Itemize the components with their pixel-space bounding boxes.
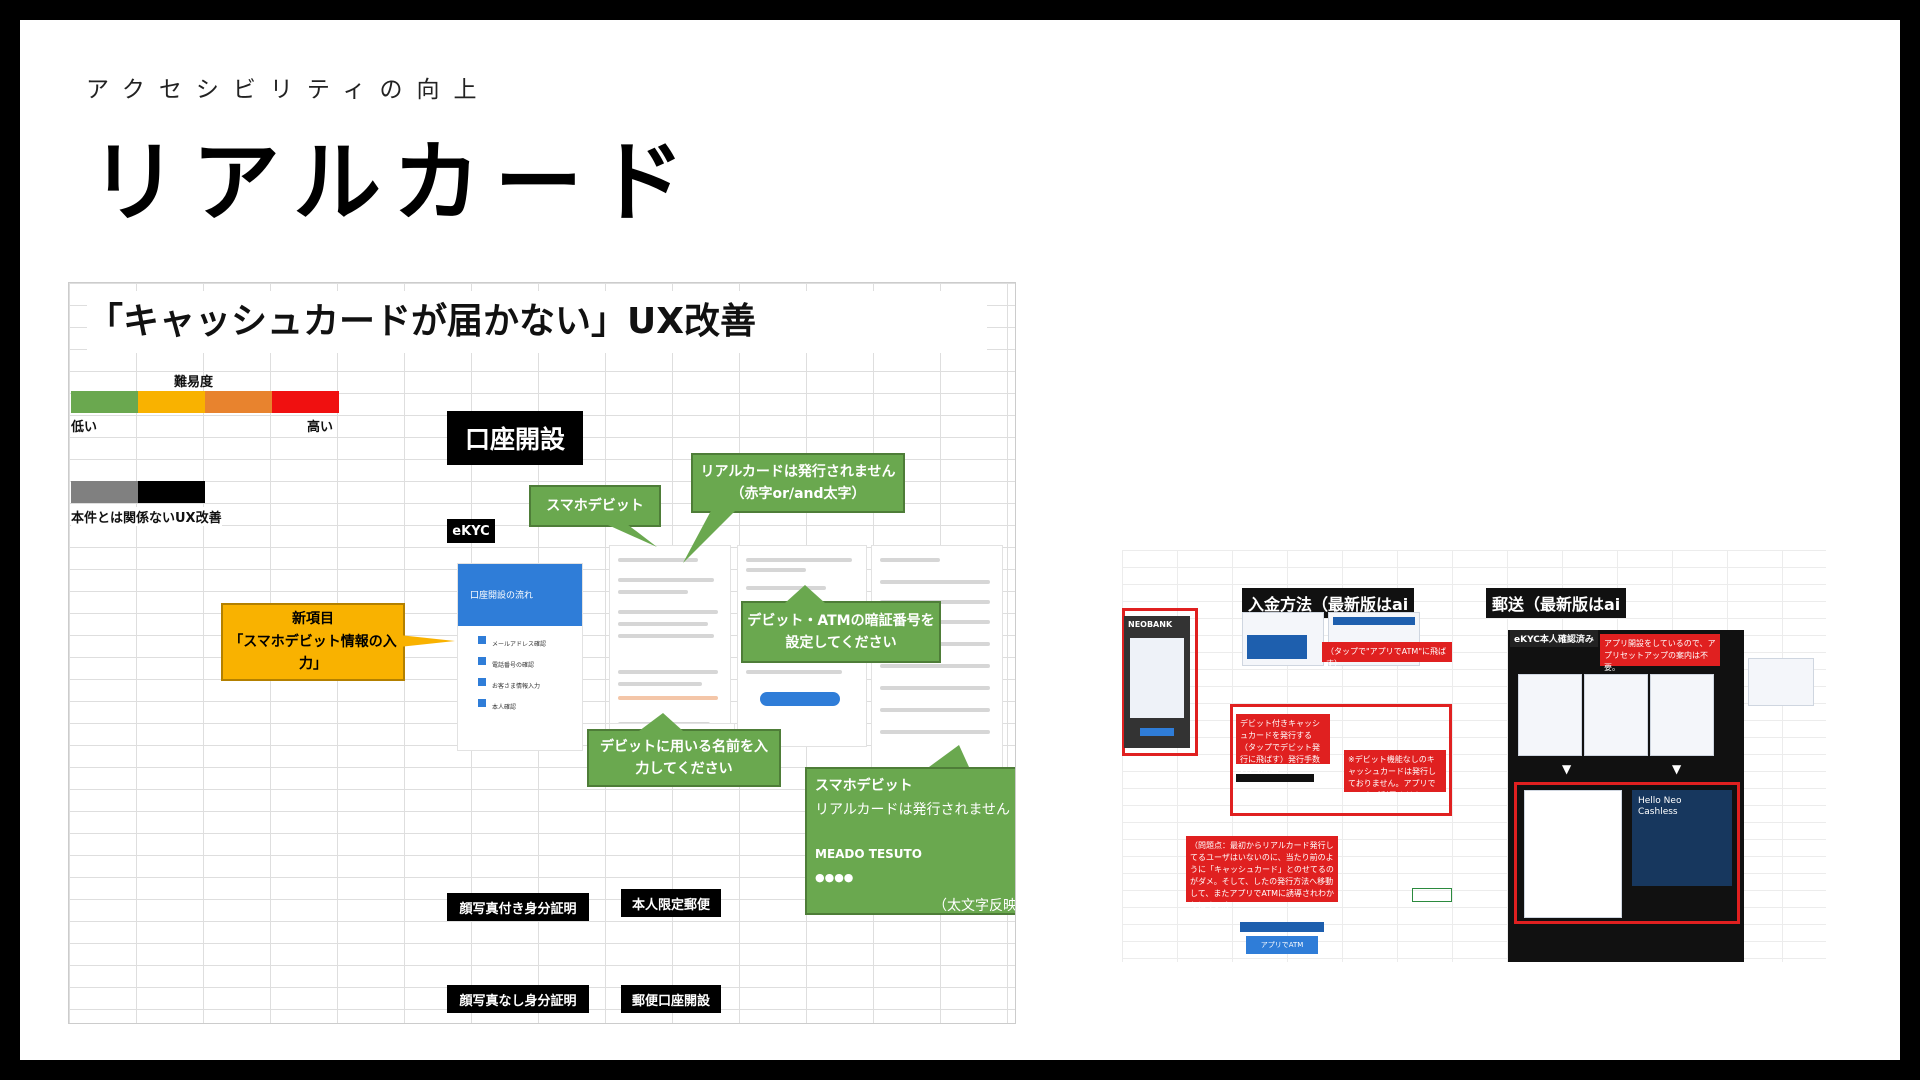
new-item-line1: 新項目 <box>292 611 334 628</box>
ekyc-done-label: eKYC本人確認済み <box>1510 630 1598 647</box>
mail-result-box <box>1514 782 1740 924</box>
side-thumbnail <box>1748 658 1814 706</box>
preview-card-name: MEADO TESUTO <box>815 847 922 861</box>
setup-not-needed-note: アプリ開設をしているので、アプリセットアップの案内は不要。 <box>1600 634 1720 672</box>
preview-line1: スマホデビット <box>815 778 913 794</box>
neobank-app-screen: NEOBANK <box>1124 616 1190 748</box>
pin-callout: デビット・ATMの暗証番号を設定してください <box>741 601 941 663</box>
difficulty-scale <box>71 391 339 413</box>
flow-step: メールアドレス確認 <box>492 641 547 648</box>
down-arrow-2: ▼ <box>1672 762 1682 776</box>
step-icons <box>478 636 486 712</box>
problem-note: （問題点：最初からリアルカード発行してるユーザはいないのに、当たり前のように「キ… <box>1186 836 1338 910</box>
mail-header: 郵送（最新版はai <box>1486 588 1627 618</box>
no-card-pointer <box>683 507 739 563</box>
unrelated-cell-gray <box>71 481 138 503</box>
new-item-line2: 「スマホデビット情報の入力」 <box>229 633 397 673</box>
mail-screen-1 <box>1518 674 1582 756</box>
debit-callout-pointer <box>599 521 657 547</box>
sheet-title: 「キャッシュカードが届かない」UX改善 <box>87 291 987 353</box>
name-line2: 力してください <box>635 761 733 777</box>
unrelated-scale <box>71 481 205 503</box>
phone-next-button <box>760 692 840 706</box>
selected-cell <box>1412 888 1452 902</box>
scale-cell-high <box>272 391 339 413</box>
app-atm-bar <box>1240 922 1324 932</box>
pin-pointer <box>785 585 825 603</box>
slide-subtitle: アクセシビリティの向上 <box>86 77 491 103</box>
preview-pointer <box>929 745 969 767</box>
debit-card-note: デビット付きキャッシュカードを発行する（タップでデビット発行に飛ばす）発行手数料… <box>1236 714 1330 776</box>
mail-screen-2 <box>1584 674 1648 756</box>
slide: アクセシビリティの向上 リアルカード 「キャッシュカードが届かない」UX改善 難… <box>20 20 1900 1060</box>
new-item-callout: 新項目「スマホデビット情報の入力」 <box>221 603 405 681</box>
hello-text: Hello Neo Cashless <box>1638 796 1682 817</box>
scale-cell-mid-low <box>138 391 205 413</box>
mail-letter <box>1524 790 1622 918</box>
tap-note: （タップで"アプリでATM"に飛ばす） <box>1322 642 1452 668</box>
neobank-highlight <box>1122 608 1198 756</box>
preview-card-dots: ●●●● <box>815 871 854 884</box>
app-button <box>1140 728 1174 736</box>
deposit-screen-banner <box>1247 635 1307 659</box>
scale-cell-low <box>71 391 138 413</box>
debit-card-option-box <box>1230 704 1452 816</box>
restricted-mail-button: 本人限定郵便 <box>621 889 721 917</box>
phone-header <box>458 564 582 626</box>
no-photo-id-button: 顔写真なし身分証明 <box>447 985 589 1013</box>
new-item-pointer <box>399 635 455 647</box>
phone-screen-debit <box>609 545 731 747</box>
name-pointer <box>639 713 683 731</box>
flow-step: 本人確認 <box>492 704 517 711</box>
debit-card-preview: スマホデビット リアルカードは発行されません MEADO TESUTO ●●●●… <box>805 767 1015 915</box>
scale-cell-mid-high <box>205 391 272 413</box>
postal-account-button: 郵便口座開設 <box>621 985 721 1013</box>
difficulty-label: 難易度 <box>174 375 214 390</box>
photo-id-button: 顔写真付き身分証明 <box>447 893 589 921</box>
app-atm-button: アプリでATM <box>1246 936 1318 954</box>
ekyc-label: eKYC <box>447 519 495 543</box>
unrelated-cell-black <box>138 481 205 503</box>
low-label: 低い <box>71 416 98 435</box>
deposit-screen-bar <box>1333 617 1415 625</box>
pin-line1: デビット・ATMの暗証番号を <box>747 612 935 629</box>
neo-cashless-flyer: Hello Neo Cashless <box>1632 790 1732 886</box>
bottom-bar <box>1517 956 1587 962</box>
mail-screen-3 <box>1650 674 1714 756</box>
name-callout: デビットに用いる名前を入力してください <box>587 729 781 787</box>
no-card-line1: リアルカードは発行されません <box>700 463 896 480</box>
name-line1: デビットに用いる名前を入 <box>600 738 768 755</box>
phone-screen-flow: 口座開設の流れ メールアドレス確認 電話番号の確認 お客さま情報入力 本人確認 <box>457 563 583 751</box>
phone-flow-title: 口座開設の流れ <box>470 591 534 601</box>
no-debit-note: ※デビット機能なしのキャッシュカードは発行しておりません。アプリでATMをご利用… <box>1344 750 1446 800</box>
bank-logo: NEOBANK <box>1128 620 1173 629</box>
app-content <box>1130 638 1184 718</box>
flow-step: お客さま情報入力 <box>492 683 541 690</box>
deposit-screen-1 <box>1242 612 1324 666</box>
slide-title: リアルカード <box>90 131 699 234</box>
spreadsheet-panel: 「キャッシュカードが届かない」UX改善 難易度 低い 高い 本件とは関係ないUX… <box>68 282 1016 1024</box>
down-arrow-1: ▼ <box>1562 762 1572 776</box>
phone-flow-list: メールアドレス確認 電話番号の確認 お客さま情報入力 本人確認 <box>492 634 546 718</box>
high-label: 高い <box>307 416 334 435</box>
preview-note: （太文字反映 <box>933 898 1016 914</box>
account-open-label: 口座開設 <box>447 411 583 465</box>
flow-mockup-panel: 入金方法（最新版はai 郵送（最新版はai NEOBANK （タップで"アプリで… <box>1122 550 1826 962</box>
flow-step: 電話番号の確認 <box>492 662 535 669</box>
debit-card-bar <box>1236 774 1314 782</box>
unrelated-label: 本件とは関係ないUX改善 <box>71 507 222 526</box>
smartphone-debit-callout: スマホデビット <box>529 485 661 527</box>
preview-line2: リアルカードは発行されません <box>815 802 1011 818</box>
no-real-card-callout: リアルカードは発行されません （赤字or/and太字） <box>691 453 905 513</box>
pin-line2: 設定してください <box>785 635 897 651</box>
no-card-line2: （赤字or/and太字） <box>730 486 866 502</box>
